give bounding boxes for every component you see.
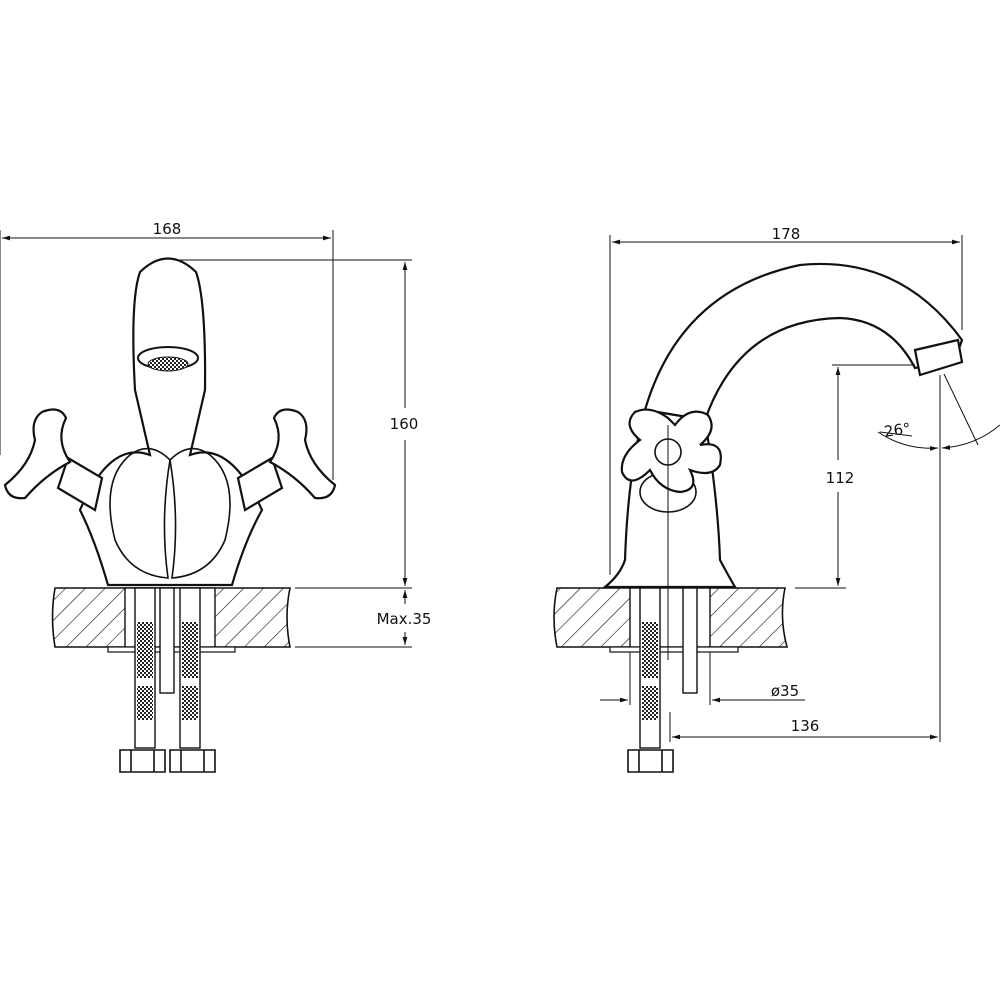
countertop-section-side [553, 587, 789, 653]
supply-hose-side [627, 587, 698, 773]
faucet-body-side [601, 262, 964, 660]
spout-height-label: 112 [826, 469, 855, 487]
side-width-label: 178 [772, 225, 801, 243]
hole-diameter-label: ø35 [771, 682, 799, 700]
side-dimensions [600, 235, 1000, 742]
supply-hoses-front [119, 587, 216, 773]
front-view: 168 160 Max.35 [0, 220, 432, 773]
spout-angle-label: 26° [883, 419, 912, 441]
max-thickness-label: Max.35 [377, 610, 432, 628]
faucet-body-front [3, 257, 337, 587]
spout-reach-label: 136 [791, 717, 820, 735]
side-view: 178 112 26° ø35 136 [553, 225, 1000, 773]
front-height-label: 160 [390, 415, 419, 433]
front-width-label: 168 [153, 220, 182, 238]
front-dimensions [0, 230, 412, 648]
cross-handle-icon [620, 408, 722, 494]
